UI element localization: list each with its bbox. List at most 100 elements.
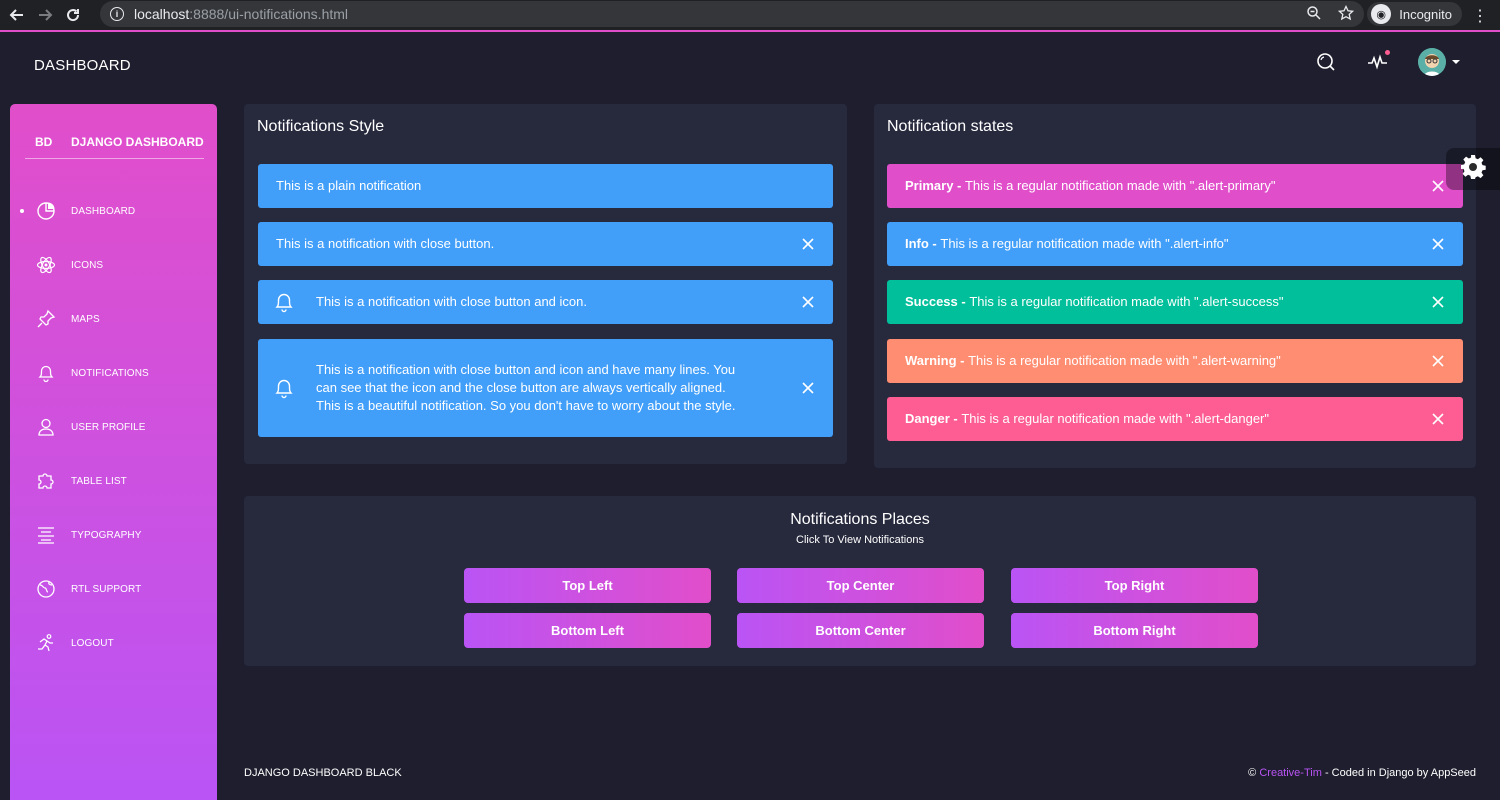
bell-icon <box>35 362 57 384</box>
sidebar-item-table-list[interactable]: TABLE LIST <box>10 454 217 508</box>
sidebar: BD DJANGO DASHBOARD DASHBOARD ICONS MAPS <box>10 104 217 800</box>
alert-text: This is a regular notification made with… <box>940 236 1229 251</box>
alert-text: This is a notification with close button… <box>276 236 495 251</box>
sidebar-item-rtl-support[interactable]: RTL SUPPORT <box>10 562 217 616</box>
alert-with-close: This is a notification with close button… <box>258 222 833 266</box>
footer-brand: DJANGO DASHBOARD BLACK <box>244 767 402 779</box>
alert-label: Info - <box>905 236 941 251</box>
star-icon[interactable] <box>1337 4 1355 25</box>
site-info-icon[interactable]: i <box>110 7 124 21</box>
plain-alert: This is a plain notification <box>258 164 833 208</box>
pin-icon <box>35 308 57 330</box>
address-bar[interactable]: i localhost:8888/ui-notifications.html <box>100 1 1364 27</box>
search-icon[interactable] <box>1314 50 1338 74</box>
user-run-icon <box>35 632 57 654</box>
zoom-icon[interactable] <box>1306 5 1322 25</box>
alert-label: Primary - <box>905 178 965 193</box>
close-icon[interactable] <box>1431 354 1445 368</box>
bottom-right-button[interactable]: Bottom Right <box>1011 613 1258 648</box>
sidebar-item-label: ICONS <box>71 259 104 271</box>
alert-text: This is a plain notification <box>276 178 422 193</box>
sidebar-divider <box>25 158 204 159</box>
alert-text: This is a notification with close button… <box>316 362 736 413</box>
sidebar-item-label: TYPOGRAPHY <box>71 529 142 541</box>
creative-tim-link[interactable]: Creative-Tim <box>1259 767 1322 779</box>
alert-with-icon: This is a notification with close button… <box>258 280 833 324</box>
alert-text: This is a notification with close button… <box>316 294 587 309</box>
footer-credit: - Coded in Django by AppSeed <box>1321 767 1476 779</box>
alert-text: This is a regular notification made with… <box>969 294 1284 309</box>
avatar <box>1418 48 1446 76</box>
sidebar-item-label: USER PROFILE <box>71 421 146 433</box>
notification-states-card: Notification states Primary - This is a … <box>874 104 1476 468</box>
settings-plugin[interactable] <box>1446 148 1500 190</box>
alert-success: Success - This is a regular notification… <box>887 280 1463 324</box>
sidebar-item-maps[interactable]: MAPS <box>10 292 217 346</box>
bottom-left-button[interactable]: Bottom Left <box>464 613 711 648</box>
activity-icon[interactable] <box>1366 50 1390 74</box>
bottom-center-button[interactable]: Bottom Center <box>737 613 984 648</box>
sidebar-item-label: TABLE LIST <box>71 475 127 487</box>
card-title: Notifications Style <box>257 118 385 135</box>
user-menu[interactable] <box>1418 48 1460 76</box>
navbar-brand[interactable]: DASHBOARD <box>34 57 131 74</box>
copyright-symbol: © <box>1248 767 1260 779</box>
alert-label: Danger - <box>905 411 962 426</box>
alert-text: This is a regular notification made with… <box>961 411 1269 426</box>
browser-menu-icon[interactable]: ⋮ <box>1472 8 1488 25</box>
world-icon <box>35 578 57 600</box>
sidebar-item-label: LOGOUT <box>71 637 114 649</box>
places-subtitle: Click To View Notifications <box>796 534 924 546</box>
sidebar-item-logout[interactable]: LOGOUT <box>10 616 217 670</box>
card-title: Notification states <box>887 118 1014 135</box>
notifications-places-card: Notifications Places Click To View Notif… <box>244 496 1476 666</box>
sidebar-logo[interactable]: BD DJANGO DASHBOARD <box>10 124 217 160</box>
active-indicator <box>20 209 24 213</box>
top-center-button[interactable]: Top Center <box>737 568 984 603</box>
bell-icon <box>274 291 294 313</box>
sidebar-item-user-profile[interactable]: USER PROFILE <box>10 400 217 454</box>
sidebar-logo-mini[interactable]: BD <box>35 135 53 149</box>
url-text: localhost:8888/ui-notifications.html <box>134 6 349 22</box>
align-center-icon <box>35 524 57 546</box>
alert-text: This is a regular notification made with… <box>964 178 1276 193</box>
alert-label: Success - <box>905 294 970 309</box>
reload-icon[interactable] <box>62 4 84 26</box>
notification-dot <box>1385 50 1390 55</box>
sidebar-item-icons[interactable]: ICONS <box>10 238 217 292</box>
incognito-badge[interactable]: ◉ Incognito <box>1367 2 1462 26</box>
close-icon[interactable] <box>801 295 815 309</box>
forward-arrow-icon[interactable] <box>34 4 56 26</box>
close-icon[interactable] <box>801 237 815 251</box>
browser-toolbar: i localhost:8888/ui-notifications.html ◉… <box>0 0 1500 32</box>
top-right-button[interactable]: Top Right <box>1011 568 1258 603</box>
close-icon[interactable] <box>1431 237 1445 251</box>
alert-warning: Warning - This is a regular notification… <box>887 339 1463 383</box>
sidebar-item-label: MAPS <box>71 313 100 325</box>
top-left-button[interactable]: Top Left <box>464 568 711 603</box>
puzzle-icon <box>35 470 57 492</box>
close-icon[interactable] <box>1431 412 1445 426</box>
chevron-down-icon <box>1452 60 1460 64</box>
close-icon[interactable] <box>801 381 815 395</box>
close-icon[interactable] <box>1431 179 1445 193</box>
sidebar-item-dashboard[interactable]: DASHBOARD <box>10 184 217 238</box>
sidebar-item-notifications[interactable]: NOTIFICATIONS <box>10 346 217 400</box>
gear-icon <box>1460 154 1486 185</box>
sidebar-item-label: DASHBOARD <box>71 205 136 217</box>
back-arrow-icon[interactable] <box>6 4 28 26</box>
close-icon[interactable] <box>1431 295 1445 309</box>
places-title: Notifications Places <box>790 511 930 528</box>
sidebar-logo-title[interactable]: DJANGO DASHBOARD <box>71 135 204 149</box>
bell-icon <box>274 377 294 399</box>
top-navbar: DASHBOARD <box>0 34 1500 98</box>
user-icon <box>35 416 57 438</box>
sidebar-item-typography[interactable]: TYPOGRAPHY <box>10 508 217 562</box>
footer-copyright: © Creative-Tim - Coded in Django by AppS… <box>1248 767 1476 779</box>
alert-info: Info - This is a regular notification ma… <box>887 222 1463 266</box>
sidebar-item-label: RTL SUPPORT <box>71 583 142 595</box>
sidebar-item-label: NOTIFICATIONS <box>71 367 149 379</box>
alert-text: This is a regular notification made with… <box>968 353 1281 368</box>
alert-label: Warning - <box>905 353 969 368</box>
incognito-label: Incognito <box>1399 6 1452 22</box>
